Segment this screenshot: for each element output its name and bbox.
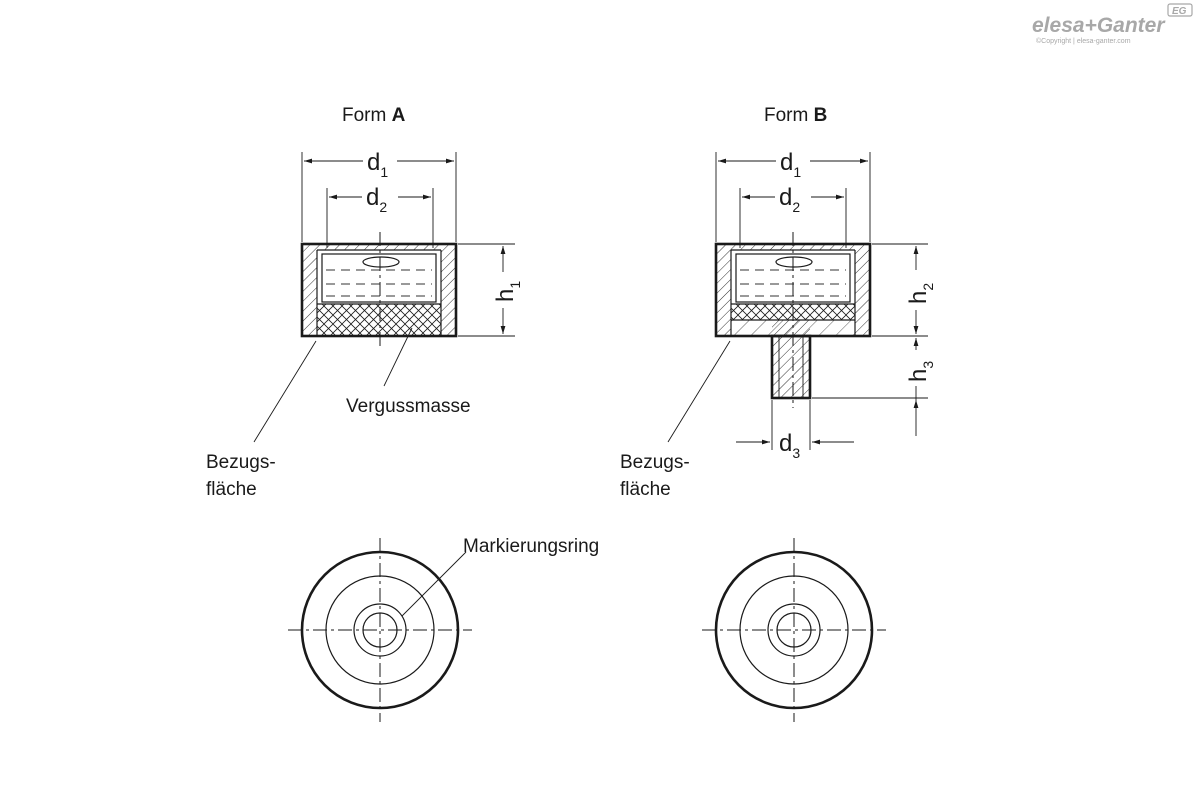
form-b-marking-ring [767, 603, 821, 657]
form-a-bubble [362, 256, 400, 268]
form-a-section-view: Form A d1 d2 [206, 105, 523, 500]
form-a-potting-label: Vergussmasse [346, 396, 471, 417]
form-a-potting-compound [317, 304, 441, 336]
form-a-marking-ring [353, 603, 407, 657]
form-b-reference-label-2: fläche [620, 479, 671, 500]
form-a-outer-circle [300, 550, 460, 710]
form-a-marking-label: Markierungsring [463, 536, 599, 557]
logo-badge-frame [1167, 3, 1193, 17]
form-a-dim-d2: d2 [366, 184, 387, 215]
form-b-dim-h2: h2 [905, 283, 936, 304]
form-a-insert [321, 253, 437, 303]
form-b-dim-d1: d1 [780, 149, 801, 180]
form-a-dim-h1: h1 [492, 281, 523, 302]
brand-logo: elesa+Ganter ©Copyright | elesa-ganter.c… [1032, 3, 1193, 45]
form-a-potting-leader [383, 327, 413, 387]
form-a-outline [300, 242, 458, 338]
form-b-section-view: Form B d1 d2 [620, 105, 936, 500]
form-b-dim-h3: h3 [905, 361, 936, 382]
form-a-reference-label-1: Bezugs- [206, 452, 276, 473]
form-b-inner-circle [739, 575, 849, 685]
form-b-stud-hatch [772, 320, 810, 398]
form-b-outer-circle [714, 550, 874, 710]
form-b-center-hole [776, 612, 812, 648]
logo-copyright: ©Copyright | elesa-ganter.com [1036, 37, 1131, 45]
form-b-reference-leader [667, 340, 731, 443]
form-a-reference-leader [253, 340, 317, 443]
form-b-dim-d3: d3 [779, 430, 800, 461]
form-a-center-hole [362, 612, 398, 648]
logo-badge: EG [1172, 6, 1187, 17]
form-a-top-view: Markierungsring [288, 536, 599, 722]
form-a-title: Form A [342, 105, 406, 126]
form-a-inner-circle [325, 575, 435, 685]
form-b-bubble [775, 256, 813, 268]
form-b-title: Form B [764, 105, 827, 126]
form-a-dim-d1: d1 [367, 149, 388, 180]
form-b-top-view [702, 538, 886, 722]
form-a-reference-label-2: fläche [206, 479, 257, 500]
form-a-marking-leader [401, 551, 467, 617]
form-b-reference-label-1: Bezugs- [620, 452, 690, 473]
logo-brand-text: elesa+Ganter [1032, 14, 1166, 37]
form-b-dim-d2: d2 [779, 184, 800, 215]
